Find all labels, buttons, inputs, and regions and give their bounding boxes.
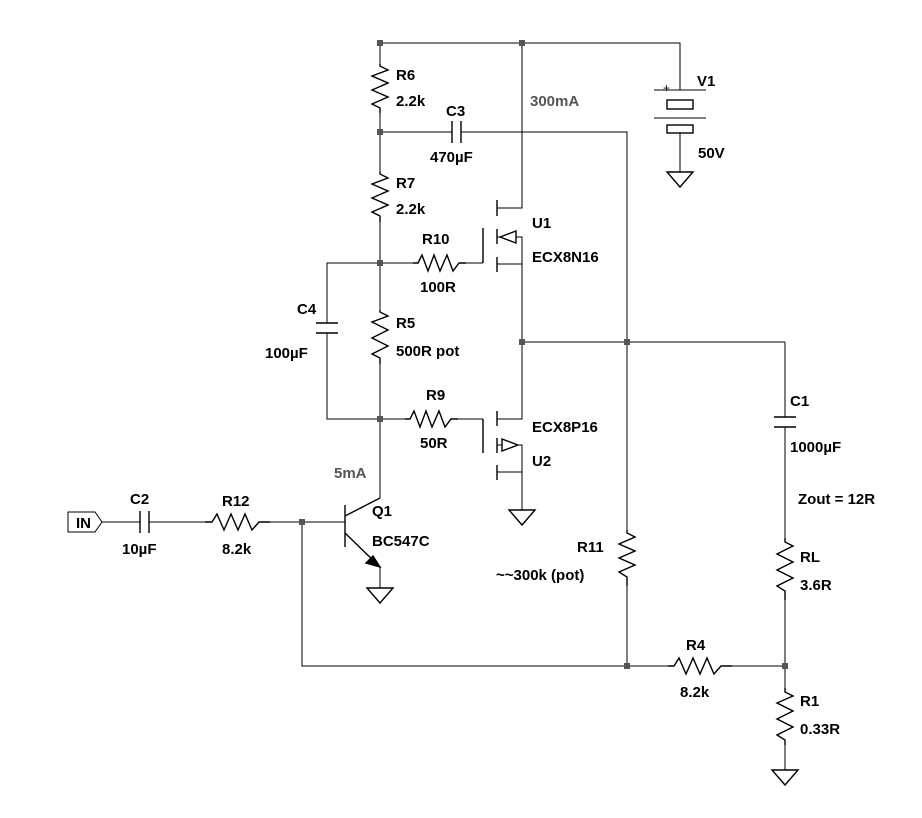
- resistor-r4: [668, 656, 732, 676]
- resistor-r7: [370, 172, 390, 222]
- r5-ref: R5: [396, 315, 415, 332]
- resistor-r1: [775, 688, 795, 745]
- r6-ref: R6: [396, 67, 415, 84]
- v1-value: 50V: [698, 145, 725, 162]
- ground-icon: [507, 509, 537, 527]
- c3-value: 470µF: [430, 149, 473, 166]
- c1-value: 1000µF: [790, 439, 841, 456]
- resistor-r9: [405, 409, 458, 429]
- r7-ref: R7: [396, 175, 415, 192]
- r11-ref: R11: [577, 539, 604, 556]
- resistor-r10: [413, 253, 466, 273]
- wires: [102, 42, 786, 770]
- resistor-r11: [617, 530, 637, 586]
- c3-ref: C3: [446, 103, 465, 120]
- c4-value: 100µF: [265, 345, 308, 362]
- rl-ref: RL: [800, 549, 820, 566]
- zout-annotation: Zout = 12R: [798, 491, 875, 508]
- ground-icon: [665, 171, 695, 189]
- c2-ref: C2: [130, 491, 149, 508]
- capacitor-c3: [451, 121, 462, 143]
- resistor-r12: [205, 512, 270, 532]
- battery-v1: [654, 89, 706, 172]
- r5-value: 500R pot: [396, 343, 459, 360]
- mosfet-u2: [482, 411, 520, 480]
- r6-value: 2.2k: [396, 93, 426, 110]
- ground-icon: [365, 587, 395, 605]
- u2-ref: U2: [532, 453, 551, 470]
- r12-value: 8.2k: [222, 541, 252, 558]
- mosfet-u1: [482, 200, 517, 272]
- v1-plus: +: [663, 81, 670, 95]
- c2-value: 10µF: [122, 541, 157, 558]
- capacitor-c1: [774, 416, 796, 428]
- c1-ref: C1: [790, 393, 809, 410]
- ground-icon: [770, 769, 800, 787]
- resistor-rl: [775, 538, 795, 600]
- q1-value: BC547C: [372, 533, 430, 550]
- capacitor-c4: [316, 322, 338, 334]
- r7-value: 2.2k: [396, 201, 426, 218]
- r11-value: ~~300k (pot): [496, 567, 584, 584]
- current-annotation-top: 300mA: [530, 93, 579, 110]
- rl-value: 3.6R: [800, 577, 832, 594]
- transistor-q1: [344, 497, 382, 569]
- r12-ref: R12: [222, 493, 250, 510]
- r1-ref: R1: [800, 693, 819, 710]
- r10-value: 100R: [420, 279, 456, 296]
- input-port: [67, 511, 103, 533]
- r4-ref: R4: [686, 637, 706, 654]
- capacitor-c2: [139, 511, 150, 533]
- current-annotation-q1: 5mA: [334, 465, 367, 482]
- r1-value: 0.33R: [800, 721, 840, 738]
- u2-value: ECX8P16: [532, 419, 598, 436]
- r4-value: 8.2k: [680, 684, 710, 701]
- junctions: [299, 40, 788, 669]
- u1-ref: U1: [532, 215, 551, 232]
- r10-ref: R10: [422, 231, 450, 248]
- resistor-r6: [370, 64, 390, 113]
- q1-ref: Q1: [372, 503, 392, 520]
- u1-value: ECX8N16: [532, 249, 599, 266]
- c4-ref: C4: [297, 301, 317, 318]
- input-port-label: IN: [76, 515, 91, 532]
- v1-ref: V1: [697, 73, 715, 90]
- r9-value: 50R: [420, 435, 448, 452]
- resistor-r5: [370, 310, 390, 364]
- r9-ref: R9: [426, 387, 445, 404]
